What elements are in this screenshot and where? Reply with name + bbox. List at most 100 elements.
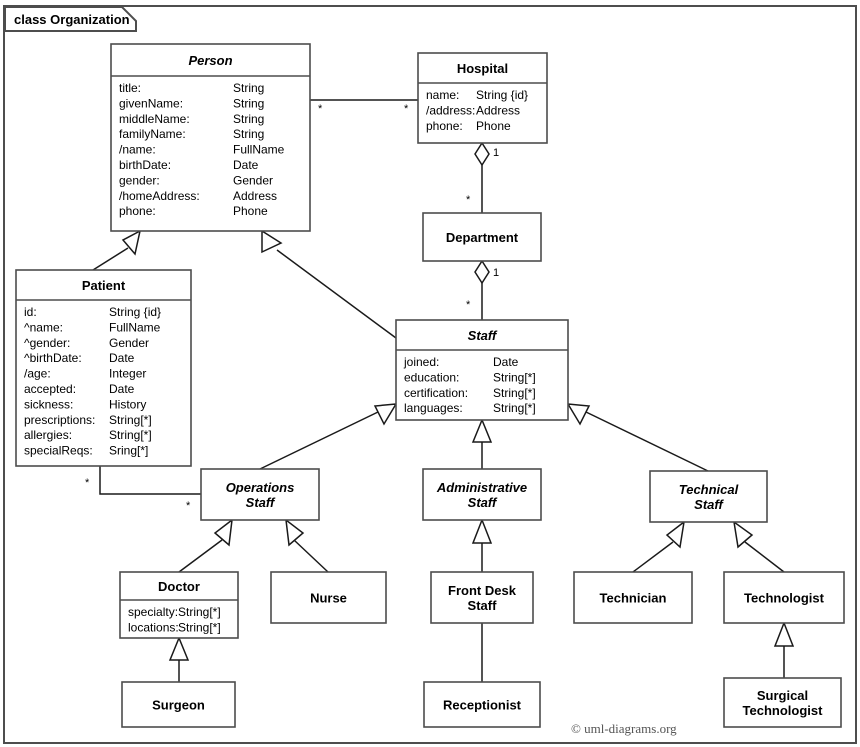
class-box-nurse[interactable]: Nurse xyxy=(270,571,387,624)
class-frame-technologist xyxy=(723,571,845,624)
attribute-name: ^gender: xyxy=(24,336,70,350)
class-box-technologist[interactable]: Technologist xyxy=(723,571,845,624)
attribute-name: birthDate: xyxy=(119,158,171,172)
attribute-type: String xyxy=(233,112,264,126)
attribute-type: String[*] xyxy=(493,386,536,400)
class-frame-hospital xyxy=(417,52,548,144)
attribute-type: String xyxy=(233,96,264,110)
class-box-person[interactable]: Persontitle:StringgivenName:Stringmiddle… xyxy=(110,43,311,232)
class-frame-technical-staff xyxy=(649,470,768,523)
generalization-patient-person-line xyxy=(92,247,129,271)
multiplicity-department-staff-whole: 1 xyxy=(493,267,499,279)
class-frame-receptionist xyxy=(423,681,541,728)
attribute-name: ^name: xyxy=(24,320,63,334)
association-patient-operations-staff xyxy=(99,466,201,495)
attribute-type: Gender xyxy=(109,336,149,350)
multiplicity-layer: **1*1*** xyxy=(85,103,499,512)
class-name-administrative-staff: Staff xyxy=(468,495,498,510)
class-name-surgical-technologist: Surgical xyxy=(757,688,808,703)
attribute-name: ^birthDate: xyxy=(24,351,82,365)
attribute-name: allergies: xyxy=(24,428,72,442)
attribute-name: certification: xyxy=(404,386,468,400)
generalization-nurse-line xyxy=(293,539,329,573)
attribute-name: gender: xyxy=(119,173,160,187)
class-name-doctor: Doctor xyxy=(158,579,200,594)
class-box-staff[interactable]: Staffjoined:Dateeducation:String[*]certi… xyxy=(395,319,569,421)
attribute-type: FullName xyxy=(233,143,285,157)
class-name-administrative-staff: Administrative xyxy=(436,480,527,495)
attribute-type: String {id} xyxy=(476,88,528,102)
class-box-receptionist[interactable]: Receptionist xyxy=(423,681,541,728)
class-box-department[interactable]: Department xyxy=(422,212,542,262)
generalization-technician-line xyxy=(632,541,674,573)
class-frame-operations-staff xyxy=(200,468,320,521)
class-box-technician[interactable]: Technician xyxy=(573,571,693,624)
generalization-staff-person-line xyxy=(276,249,397,339)
attribute-type: String[*] xyxy=(493,370,536,384)
class-box-doctor[interactable]: Doctorspecialty:String[*]locations:Strin… xyxy=(119,571,239,639)
class-name-front-desk-staff: Front Desk xyxy=(448,583,517,598)
generalization-front-desk-arrow xyxy=(471,517,493,544)
class-name-hospital: Hospital xyxy=(457,61,508,76)
generalization-nurse-arrow xyxy=(285,518,305,547)
attribute-type: Sring[*] xyxy=(109,444,148,458)
attribute-name: prescriptions: xyxy=(24,413,95,427)
class-name-operations-staff: Staff xyxy=(246,495,276,510)
attribute-type: String xyxy=(233,127,264,141)
class-frame-front-desk-staff xyxy=(430,571,534,624)
class-frame-department xyxy=(422,212,542,262)
class-name-department: Department xyxy=(446,230,519,245)
generalization-operations-staff-line xyxy=(259,411,379,470)
class-name-person: Person xyxy=(188,53,232,68)
class-name-surgical-technologist: Technologist xyxy=(743,703,824,718)
attribute-name: phone: xyxy=(426,119,463,133)
frame-border xyxy=(3,5,857,744)
generalization-administrative-staff-arrow xyxy=(471,418,493,443)
attribute-type: String[*] xyxy=(109,428,152,442)
attribute-name: /age: xyxy=(24,367,51,381)
attribute-name: title: xyxy=(119,81,141,95)
attribute-type: FullName xyxy=(109,320,161,334)
attribute-name: joined: xyxy=(403,355,439,369)
class-box-surgeon[interactable]: Surgeon xyxy=(121,681,236,728)
attribute-type: Date xyxy=(109,382,135,396)
attribute-name: locations: xyxy=(128,620,179,634)
multiplicity-hospital-department-whole: 1 xyxy=(493,147,499,159)
class-frame-technician xyxy=(573,571,693,624)
attribute-name: /address: xyxy=(426,103,475,117)
generalization-patient-person-arrow xyxy=(121,229,142,256)
class-name-technical-staff: Technical xyxy=(679,482,739,497)
attribute-name: middleName: xyxy=(119,112,190,126)
classes-layer: Persontitle:StringgivenName:Stringmiddle… xyxy=(15,43,845,728)
attribute-type: Integer xyxy=(109,367,146,381)
class-frame-nurse xyxy=(270,571,387,624)
class-frame-patient xyxy=(15,269,192,467)
attribute-type: Date xyxy=(493,355,519,369)
attribute-name: familyName: xyxy=(119,127,186,141)
attribute-type: String[*] xyxy=(178,605,221,619)
attribute-name: /homeAddress: xyxy=(119,189,200,203)
class-name-nurse: Nurse xyxy=(310,591,347,606)
attribute-name: accepted: xyxy=(24,382,76,396)
attribute-name: name: xyxy=(426,88,459,102)
attribute-name: sickness: xyxy=(24,397,73,411)
generalization-operations-staff-arrow xyxy=(373,403,398,426)
multiplicity-patient-operations-tgt: * xyxy=(186,500,191,512)
multiplicity-patient-operations-src: * xyxy=(85,477,90,489)
class-frame-staff xyxy=(395,319,569,421)
generalization-surgeon-arrow xyxy=(168,636,190,661)
attribute-name: /name: xyxy=(119,143,156,157)
attribute-type: Gender xyxy=(233,173,273,187)
frame-label: class Organization xyxy=(14,12,130,27)
generalization-staff-person-arrow xyxy=(261,229,283,254)
attribute-type: Phone xyxy=(233,204,268,218)
class-name-technical-staff: Staff xyxy=(694,497,724,512)
